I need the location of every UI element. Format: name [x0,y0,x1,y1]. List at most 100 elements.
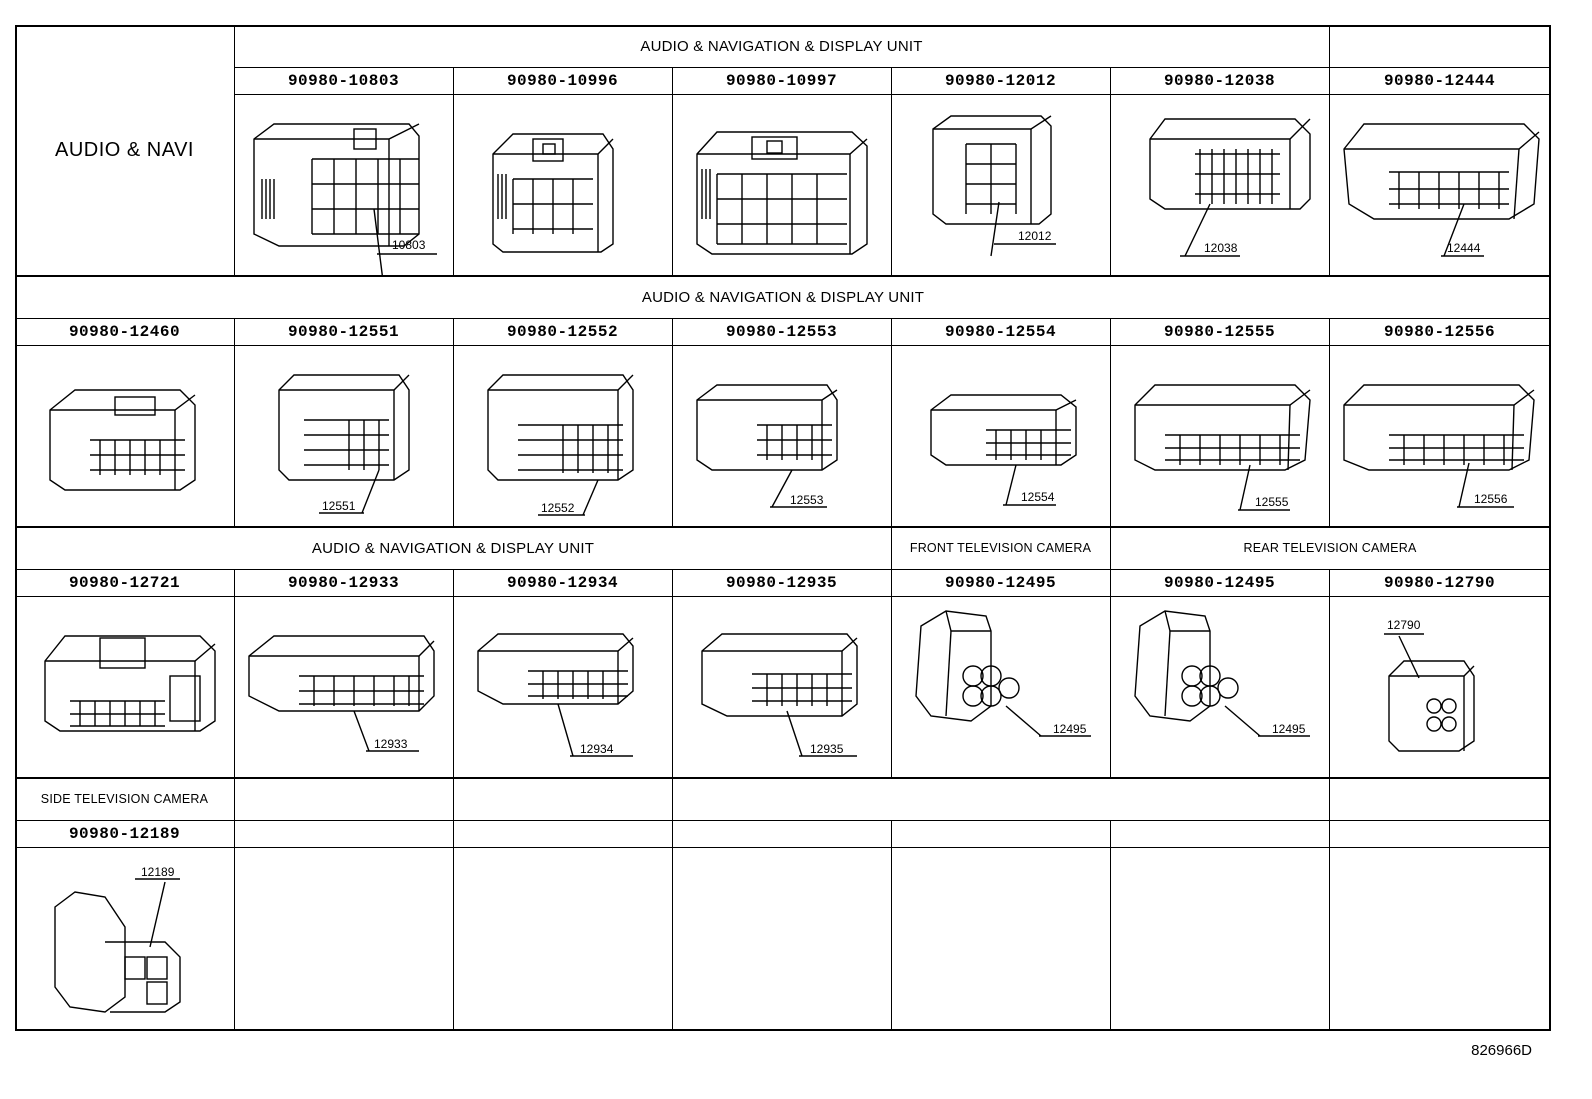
side-camera-section-title: SIDE TELEVISION CAMERA [40,792,209,806]
grid-line [15,596,1551,597]
grid-line [1329,318,1330,527]
connector-callout: 12012 [1018,229,1052,243]
grid-line [15,847,1551,848]
grid-line [672,569,673,778]
grid-line [15,345,1551,346]
row3-part-number: 90980-12790 [1383,573,1496,592]
grid-line [15,777,1551,779]
connector-12038-drawing: 12038 [1110,94,1329,275]
connector-callout: 12495 [1053,722,1087,736]
connector-callout: 12189 [141,865,175,879]
grid-line [1110,820,1111,1031]
grid-line [672,778,673,1031]
connector-12933-drawing: 12933 [234,596,453,778]
connector-callout: 12933 [374,737,408,751]
connector-12554-drawing: 12554 [891,345,1110,527]
audio-navi-heading: AUDIO & NAVI [55,138,194,161]
connector-10997-drawing [672,94,891,275]
row2-part-number: 90980-12554 [944,322,1057,341]
grid-line [672,67,673,276]
diagram-id: 826966D [1471,1042,1532,1059]
grid-line [891,67,892,276]
grid-line [1329,569,1330,778]
row3-part-number: 90980-12721 [68,573,181,592]
connector-12495-rear-drawing: 12495 [1110,596,1329,778]
connector-12553-drawing: 12553 [672,345,891,527]
connector-callout: 12790 [1387,618,1421,632]
row2-part-number: 90980-12555 [1163,322,1276,341]
row1-part-number: 90980-10996 [506,71,619,90]
row4-part-number: 90980-12189 [68,824,181,843]
connector-callout: 12556 [1474,492,1508,506]
connector-callout: 12555 [1255,495,1289,509]
row3-part-number: 90980-12495 [1163,573,1276,592]
grid-line [234,778,235,1031]
grid-line [234,569,235,778]
connector-12556-drawing: 12556 [1329,345,1550,527]
connector-12012-drawing: 12012 [891,94,1110,275]
row2-part-number: 90980-12553 [725,322,838,341]
grid-line [234,67,1551,68]
grid-line [1110,527,1111,778]
grid-line [891,318,892,527]
row3-part-number: 90980-12495 [944,573,1057,592]
grid-line [453,67,454,276]
row1-part-number: 90980-12038 [1163,71,1276,90]
connector-12934-drawing: 12934 [453,596,672,778]
grid-line [453,569,454,778]
grid-line [234,25,235,276]
connector-callout: 12551 [322,499,356,513]
connector-10803-drawing: 10803 [234,94,453,275]
grid-line [15,820,1551,821]
connector-callout: 12552 [541,501,575,515]
row1-part-number: 90980-12012 [944,71,1057,90]
grid-line [672,318,673,527]
grid-line [15,275,1551,277]
rear-camera-section-title: REAR TELEVISION CAMERA [1243,541,1417,555]
connector-12721-drawing [15,596,234,778]
connector-12444-drawing: 12444 [1329,94,1550,275]
row2-part-number: 90980-12556 [1383,322,1496,341]
connector-table [15,25,1551,1031]
grid-line [234,318,235,527]
grid-line [453,318,454,527]
connector-callout: 12038 [1204,241,1238,255]
connector-10996-drawing [453,94,672,275]
connector-12551-drawing: 12551 [234,345,453,527]
grid-line [15,569,1551,570]
connector-12790-drawing: 12790 [1329,596,1550,778]
row3-part-number: 90980-12934 [506,573,619,592]
row1-section-title: AUDIO & NAVIGATION & DISPLAY UNIT [640,37,923,55]
connector-12460-drawing [15,345,234,527]
row1-part-number: 90980-12444 [1383,71,1496,90]
grid-line [15,526,1551,528]
front-camera-section-title: FRONT TELEVISION CAMERA [909,541,1092,555]
connector-12495-front-drawing: 12495 [891,596,1110,778]
row2-part-number: 90980-12460 [68,322,181,341]
connector-12189-drawing: 12189 [15,847,234,1031]
grid-line [15,318,1551,319]
grid-line [234,94,1551,95]
connector-callout: 12934 [580,742,614,756]
row3-part-number: 90980-12935 [725,573,838,592]
row2-part-number: 90980-12552 [506,322,619,341]
row1-part-number: 90980-10997 [725,71,838,90]
connector-12935-drawing: 12935 [672,596,891,778]
connector-12552-drawing: 12552 [453,345,672,527]
connector-callout: 12935 [810,742,844,756]
grid-line [891,820,892,1031]
row2-section-title: AUDIO & NAVIGATION & DISPLAY UNIT [641,288,925,306]
row3-section-title: AUDIO & NAVIGATION & DISPLAY UNIT [311,539,595,557]
grid-line [891,527,892,778]
grid-line [453,778,454,1031]
connector-callout: 12444 [1447,241,1481,255]
grid-line [1329,25,1330,276]
connector-callout: 12553 [790,493,824,507]
grid-line [1329,778,1330,1031]
grid-line [1110,318,1111,527]
connector-callout: 12495 [1272,722,1306,736]
row2-part-number: 90980-12551 [287,322,400,341]
connector-callout: 12554 [1021,490,1055,504]
row1-part-number: 90980-10803 [287,71,400,90]
connector-12555-drawing: 12555 [1110,345,1329,527]
